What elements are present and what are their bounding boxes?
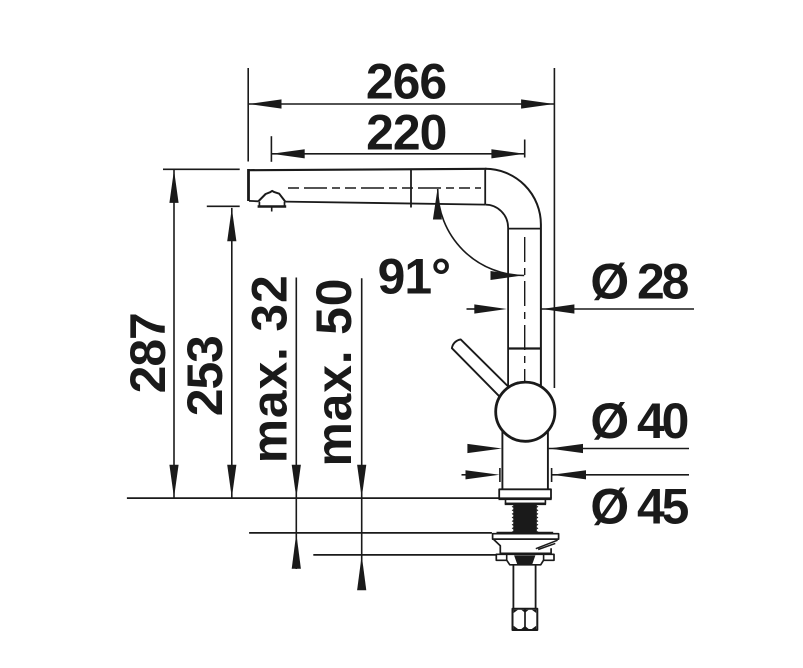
svg-text:253: 253	[177, 335, 233, 416]
svg-text:Ø 28: Ø 28	[590, 254, 689, 310]
svg-text:max. 50: max. 50	[306, 279, 362, 467]
svg-text:287: 287	[120, 312, 176, 393]
svg-text:91°: 91°	[378, 249, 452, 305]
svg-text:max. 32: max. 32	[242, 275, 298, 463]
svg-text:220: 220	[366, 104, 447, 160]
svg-text:Ø 45: Ø 45	[590, 479, 689, 535]
svg-text:Ø 40: Ø 40	[590, 393, 689, 449]
svg-text:266: 266	[366, 53, 447, 109]
